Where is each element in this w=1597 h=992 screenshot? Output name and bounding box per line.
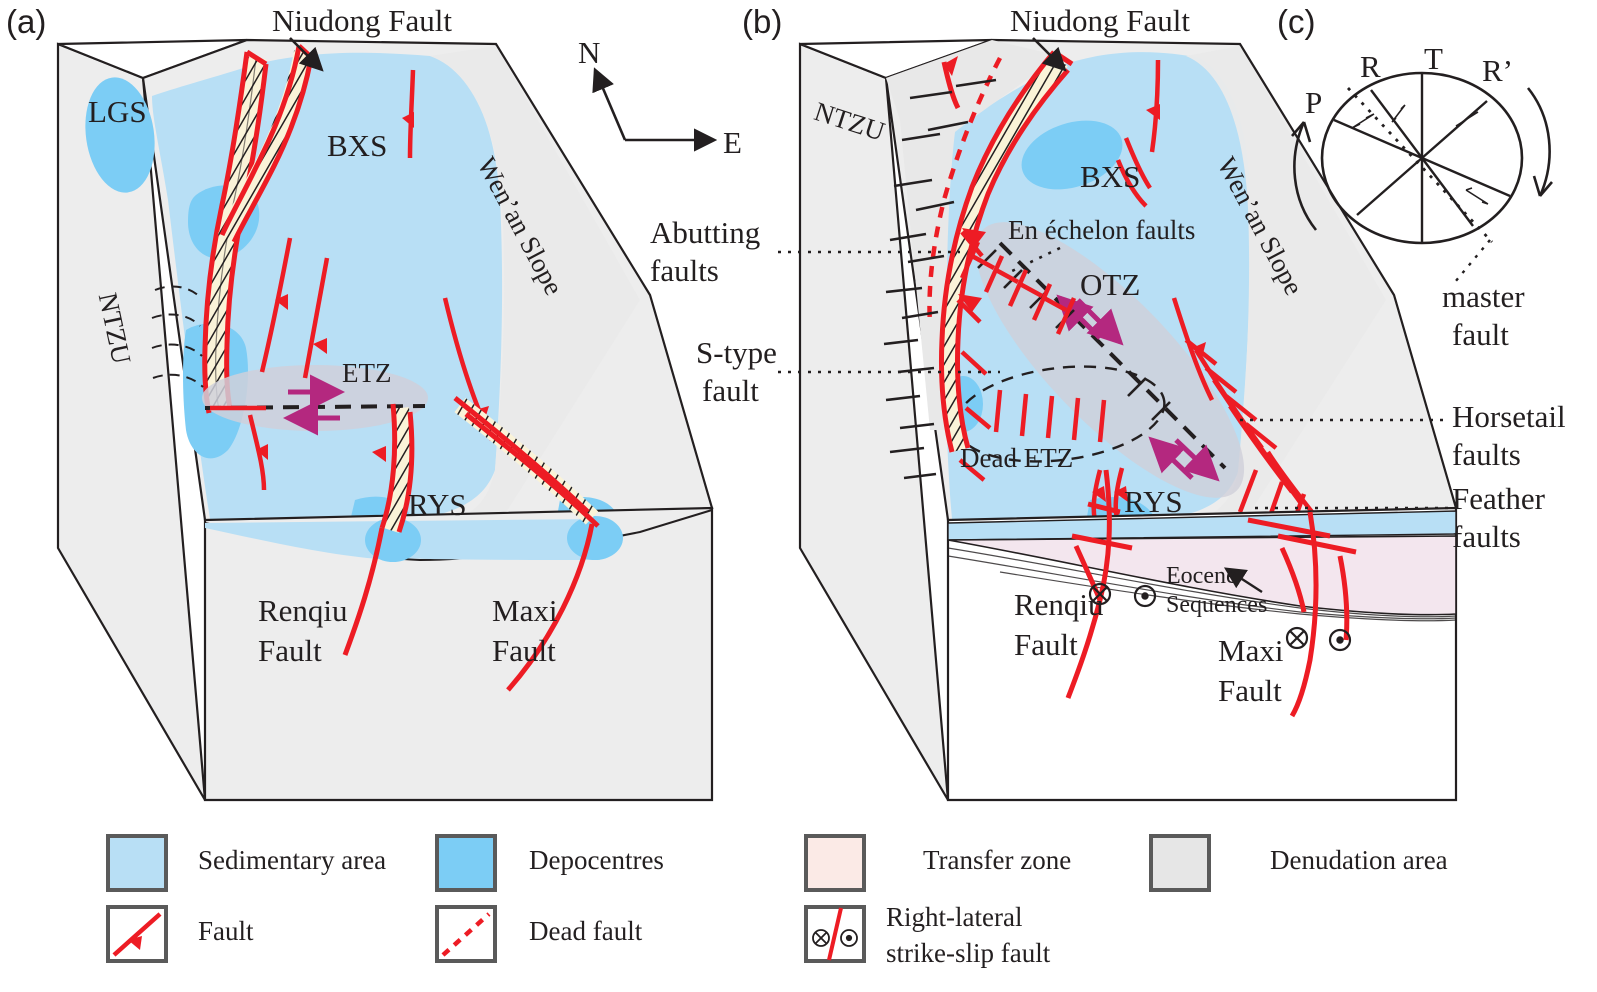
riedel-t-label: T — [1424, 41, 1443, 76]
strike-slip-symbol-maxi — [1285, 626, 1352, 652]
panel-c-id: (c) — [1277, 3, 1316, 40]
maxi-fault-label-b-line1: Maxi — [1218, 633, 1284, 668]
maxi-fault-label-a-line2: Fault — [492, 633, 556, 668]
panel-b-id: (b) — [742, 3, 783, 40]
renqiu-fault-label-b-line2: Fault — [1014, 627, 1078, 662]
bxs-label-b: BXS — [1080, 159, 1141, 194]
s-type-fault-label-line1: S-type — [696, 335, 777, 370]
abutting-faults-label-line2: faults — [650, 253, 719, 288]
riedel-r-label: R — [1360, 49, 1381, 84]
strike-slip-symbol-renqiu — [1088, 582, 1157, 608]
legend-label-sedimentary-area: Sedimentary area — [198, 845, 387, 875]
otz-label: OTZ — [1080, 267, 1141, 302]
panel-c-strain-ellipse — [1291, 71, 1553, 283]
annotation-leaders — [778, 246, 1448, 510]
eocene-sequences-label-line1: Eocene — [1166, 563, 1237, 589]
niudong-fault-label-b: Niudong Fault — [1010, 3, 1190, 38]
eocene-sequences-label-line2: Sequences — [1166, 592, 1268, 618]
feather-faults-label-line1: Feather — [1452, 481, 1545, 516]
riedel-p-label: P — [1305, 85, 1323, 120]
compass-east-label: E — [723, 125, 742, 160]
legend-label-dead-fault: Dead fault — [529, 916, 643, 946]
niudong-callout-arrow-b — [1032, 37, 1067, 72]
s-type-fault-label-line2: fault — [702, 373, 759, 408]
legend-label-transfer-zone: Transfer zone — [923, 845, 1072, 875]
horsetail-faults-label-line2: faults — [1452, 437, 1521, 472]
master-fault-label-line2: fault — [1452, 317, 1509, 352]
renqiu-fault-label-a-line2: Fault — [258, 633, 322, 668]
legend-swatches — [106, 834, 1211, 963]
legend-label-strike-slip-line1: Right-lateral — [886, 902, 1023, 932]
rys-label-b: RYS — [1124, 484, 1183, 519]
panel-a-id: (a) — [6, 3, 47, 40]
rys-label-a: RYS — [408, 487, 467, 522]
dead-etz-label: Dead ETZ — [960, 443, 1074, 473]
horsetail-faults-label-line1: Horsetail — [1452, 399, 1566, 434]
panel-b-block — [798, 38, 1458, 802]
renqiu-fault-label-b-line1: Renqiu — [1014, 587, 1104, 622]
etz-label: ETZ — [342, 358, 392, 388]
maxi-fault-label-a-line1: Maxi — [492, 593, 558, 628]
master-fault-label-line1: master — [1442, 279, 1525, 314]
riedel-rprime-label: R’ — [1482, 53, 1513, 88]
legend-label-depocentres: Depocentres — [529, 845, 664, 875]
compass-north-label: N — [578, 35, 601, 70]
maxi-fault-label-b-line2: Fault — [1218, 673, 1282, 708]
bxs-label-a: BXS — [327, 128, 388, 163]
en-echelon-faults-label: En échelon faults — [1008, 215, 1196, 245]
abutting-faults-label-line1: Abutting — [650, 215, 761, 250]
niudong-callout-arrow-a — [289, 37, 324, 72]
lgs-label: LGS — [88, 94, 147, 129]
compass-rose — [592, 67, 718, 152]
legend-label-fault: Fault — [198, 916, 254, 946]
panel-a-block — [56, 38, 714, 802]
renqiu-fault-label-a-line1: Renqiu — [258, 593, 348, 628]
niudong-fault-label-a: Niudong Fault — [272, 3, 452, 38]
legend-label-denudation-area: Denudation area — [1270, 845, 1448, 875]
legend-label-strike-slip-line2: strike-slip fault — [886, 938, 1051, 968]
feather-faults-label-line2: faults — [1452, 519, 1521, 554]
